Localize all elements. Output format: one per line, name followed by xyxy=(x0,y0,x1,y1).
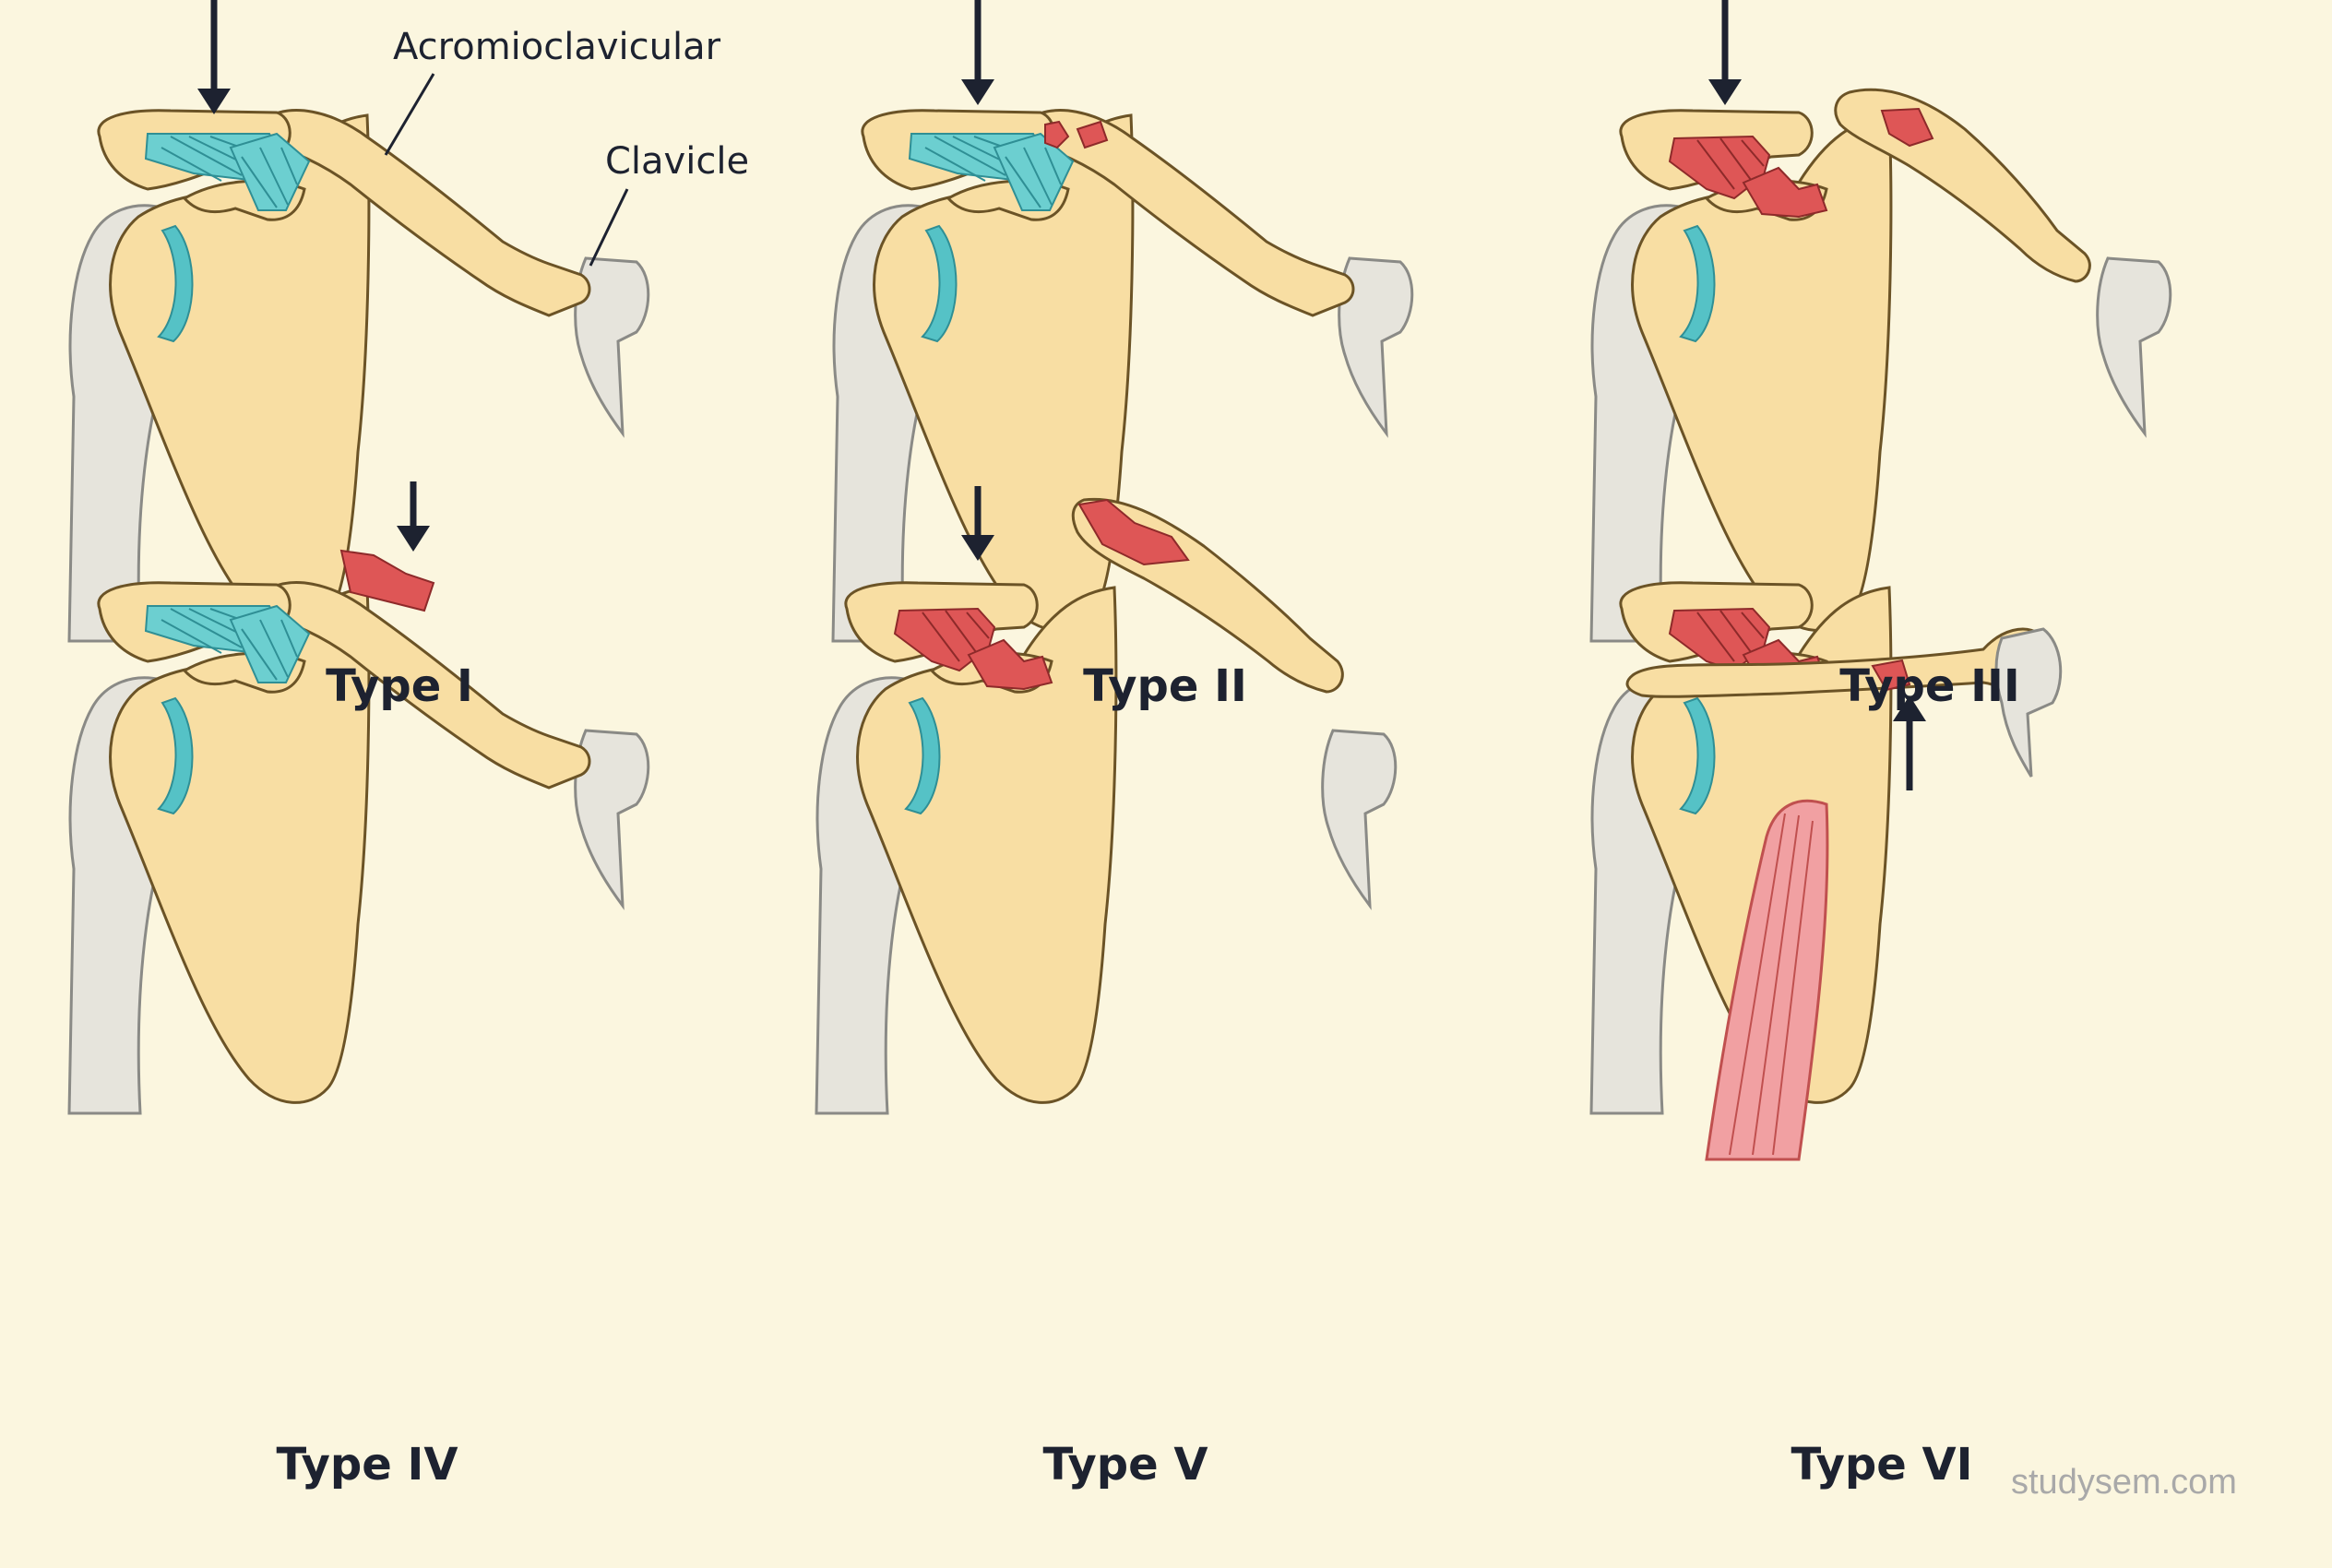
clavicle-leader-line xyxy=(589,188,629,267)
force-arrow-head xyxy=(961,79,994,105)
torn-capsule-right xyxy=(1076,120,1109,149)
force-arrow-head xyxy=(197,89,231,114)
force-arrow-head xyxy=(1893,695,1926,721)
force-arrow-head xyxy=(1708,79,1742,105)
sternum-shape xyxy=(1994,627,2063,778)
muscle-fibers xyxy=(1729,813,1814,1156)
torn-capsule-left xyxy=(1044,120,1070,149)
caption-type-1: Type I xyxy=(326,660,473,712)
caption-type-3: Type III xyxy=(1839,660,2020,712)
panel-type-3 xyxy=(1589,0,2172,643)
torn-capsule xyxy=(1871,659,1911,692)
panel-type-5 xyxy=(815,486,1398,1115)
watermark: studysem.com xyxy=(2011,1463,2237,1502)
caption-type-2: Type II xyxy=(1083,660,1247,712)
sternum-shape xyxy=(1321,729,1398,908)
muscle-shape xyxy=(1705,799,1829,1161)
panel-type-2 xyxy=(831,0,1414,643)
clavicle-label: Clavicle xyxy=(605,140,750,183)
acromioclavicular-leader-line xyxy=(384,73,435,156)
torn-capsule xyxy=(1077,498,1190,566)
caption-type-5: Type V xyxy=(1042,1439,1208,1491)
caption-type-4: Type IV xyxy=(276,1439,458,1491)
caption-type-6: Type VI xyxy=(1791,1439,1973,1491)
torn-capsule xyxy=(339,549,435,612)
acromioclavicular-label: Acromioclavicular xyxy=(393,26,721,68)
panel-type-1 xyxy=(67,0,650,643)
panel-type-4 xyxy=(67,481,650,1115)
force-arrow-head xyxy=(397,526,430,552)
sternum-shape xyxy=(2096,256,2172,435)
panel-type-6 xyxy=(1589,581,2063,1161)
force-arrow-head xyxy=(961,535,994,561)
torn-capsule xyxy=(1880,107,1934,148)
